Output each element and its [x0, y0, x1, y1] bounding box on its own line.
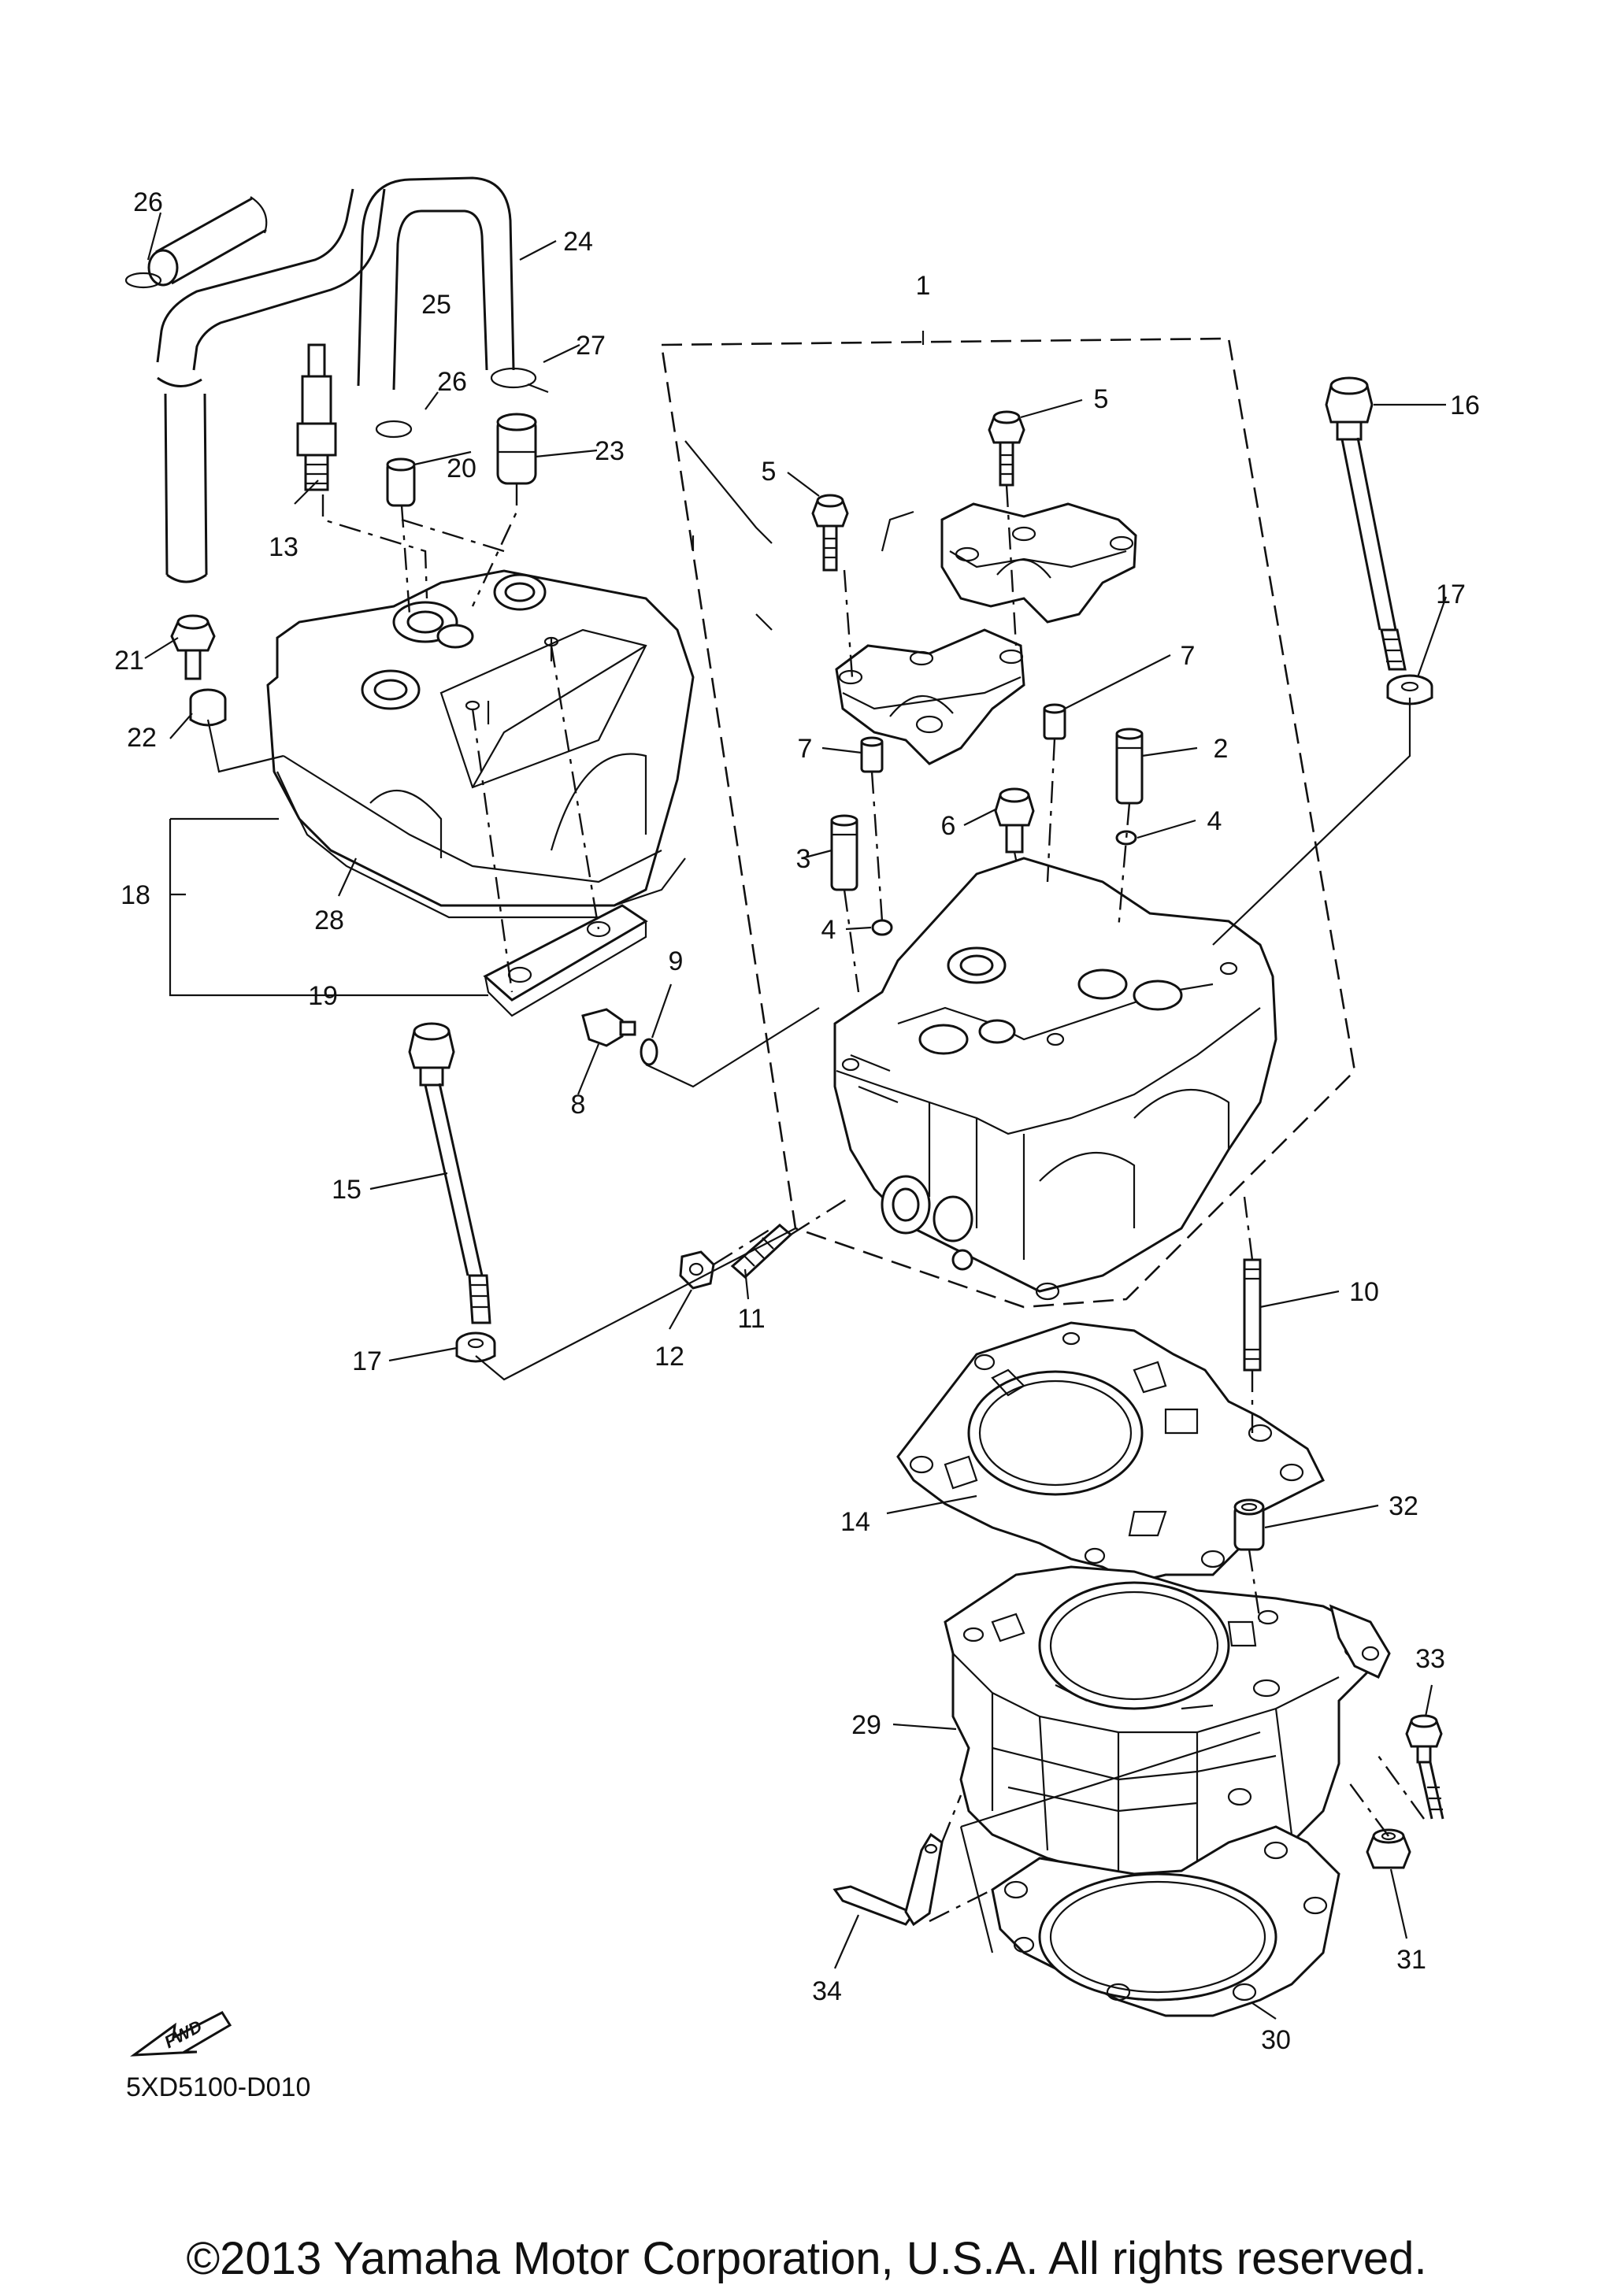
stud-bolt-right [1325, 376, 1433, 705]
stud-bolt-left [408, 1022, 496, 1363]
callout-19: 19 [308, 981, 338, 1011]
dowel-pin [1233, 1498, 1265, 1551]
callout-32: 32 [1389, 1491, 1418, 1521]
callout-26b: 26 [437, 367, 467, 397]
callout-8: 8 [571, 1090, 586, 1120]
spark-plug [296, 343, 337, 491]
forward-direction-arrow: FWD [130, 2011, 232, 2057]
callout-34: 34 [812, 1976, 842, 2006]
camshaft-caps [835, 502, 1137, 765]
cap-bolts [811, 410, 1035, 898]
callout-25: 25 [421, 290, 451, 320]
part-code-label: 5XD5100-D010 [126, 2072, 310, 2102]
callout-13: 13 [269, 532, 298, 562]
callout-21: 21 [114, 646, 144, 676]
callout-7a: 7 [1181, 641, 1196, 671]
callout-18: 18 [121, 880, 150, 910]
callout-24: 24 [563, 227, 593, 257]
plug-bolt-and-washer [581, 1008, 658, 1066]
callout-10: 10 [1349, 1277, 1379, 1307]
callout-15: 15 [332, 1175, 362, 1205]
callout-29: 29 [851, 1710, 881, 1740]
base-gasket [991, 1825, 1340, 2017]
callout-16: 16 [1450, 391, 1480, 420]
callout-5a: 5 [1094, 384, 1109, 414]
callout-28: 28 [314, 905, 344, 935]
cylinder-head [833, 857, 1277, 1301]
assembly-lines [144, 212, 1448, 2020]
callout-11: 11 [737, 1304, 765, 1334]
head-gasket [896, 1321, 1326, 1584]
callout-1: 1 [916, 271, 931, 301]
breather-hose-assembly [124, 176, 515, 583]
small-parts-upper [375, 367, 549, 507]
copyright-notice: ©2013 Yamaha Motor Corporation, U.S.A. A… [186, 2233, 1426, 2284]
bracket [832, 1832, 944, 1927]
callout-4a: 4 [1207, 806, 1222, 836]
callout-labels: 1 2 3 4 4 5 5 6 7 7 8 9 10 11 12 13 14 1… [114, 187, 1480, 2055]
callout-5b: 5 [762, 457, 777, 487]
callout-20: 20 [447, 454, 476, 483]
callout-23: 23 [595, 436, 625, 466]
callout-7b: 7 [798, 734, 813, 764]
callout-12: 12 [654, 1342, 684, 1372]
cylinder [944, 1565, 1391, 1891]
cylinder-head-cover [170, 569, 695, 1017]
callout-31: 31 [1396, 1945, 1426, 1975]
callout-9: 9 [669, 946, 684, 976]
callout-26a: 26 [133, 187, 163, 217]
callout-33: 33 [1415, 1644, 1445, 1674]
callout-22: 22 [127, 723, 157, 753]
cylinder-bolt-and-nut [1366, 1714, 1444, 1869]
callout-2: 2 [1214, 734, 1229, 764]
callout-30: 30 [1261, 2025, 1291, 2055]
callout-4b: 4 [821, 915, 836, 945]
callout-27: 27 [576, 331, 606, 361]
callout-14: 14 [840, 1507, 870, 1537]
callout-6: 6 [941, 811, 956, 841]
callout-3: 3 [796, 844, 811, 874]
callout-17a: 17 [1436, 580, 1466, 609]
callout-17b: 17 [352, 1346, 382, 1376]
